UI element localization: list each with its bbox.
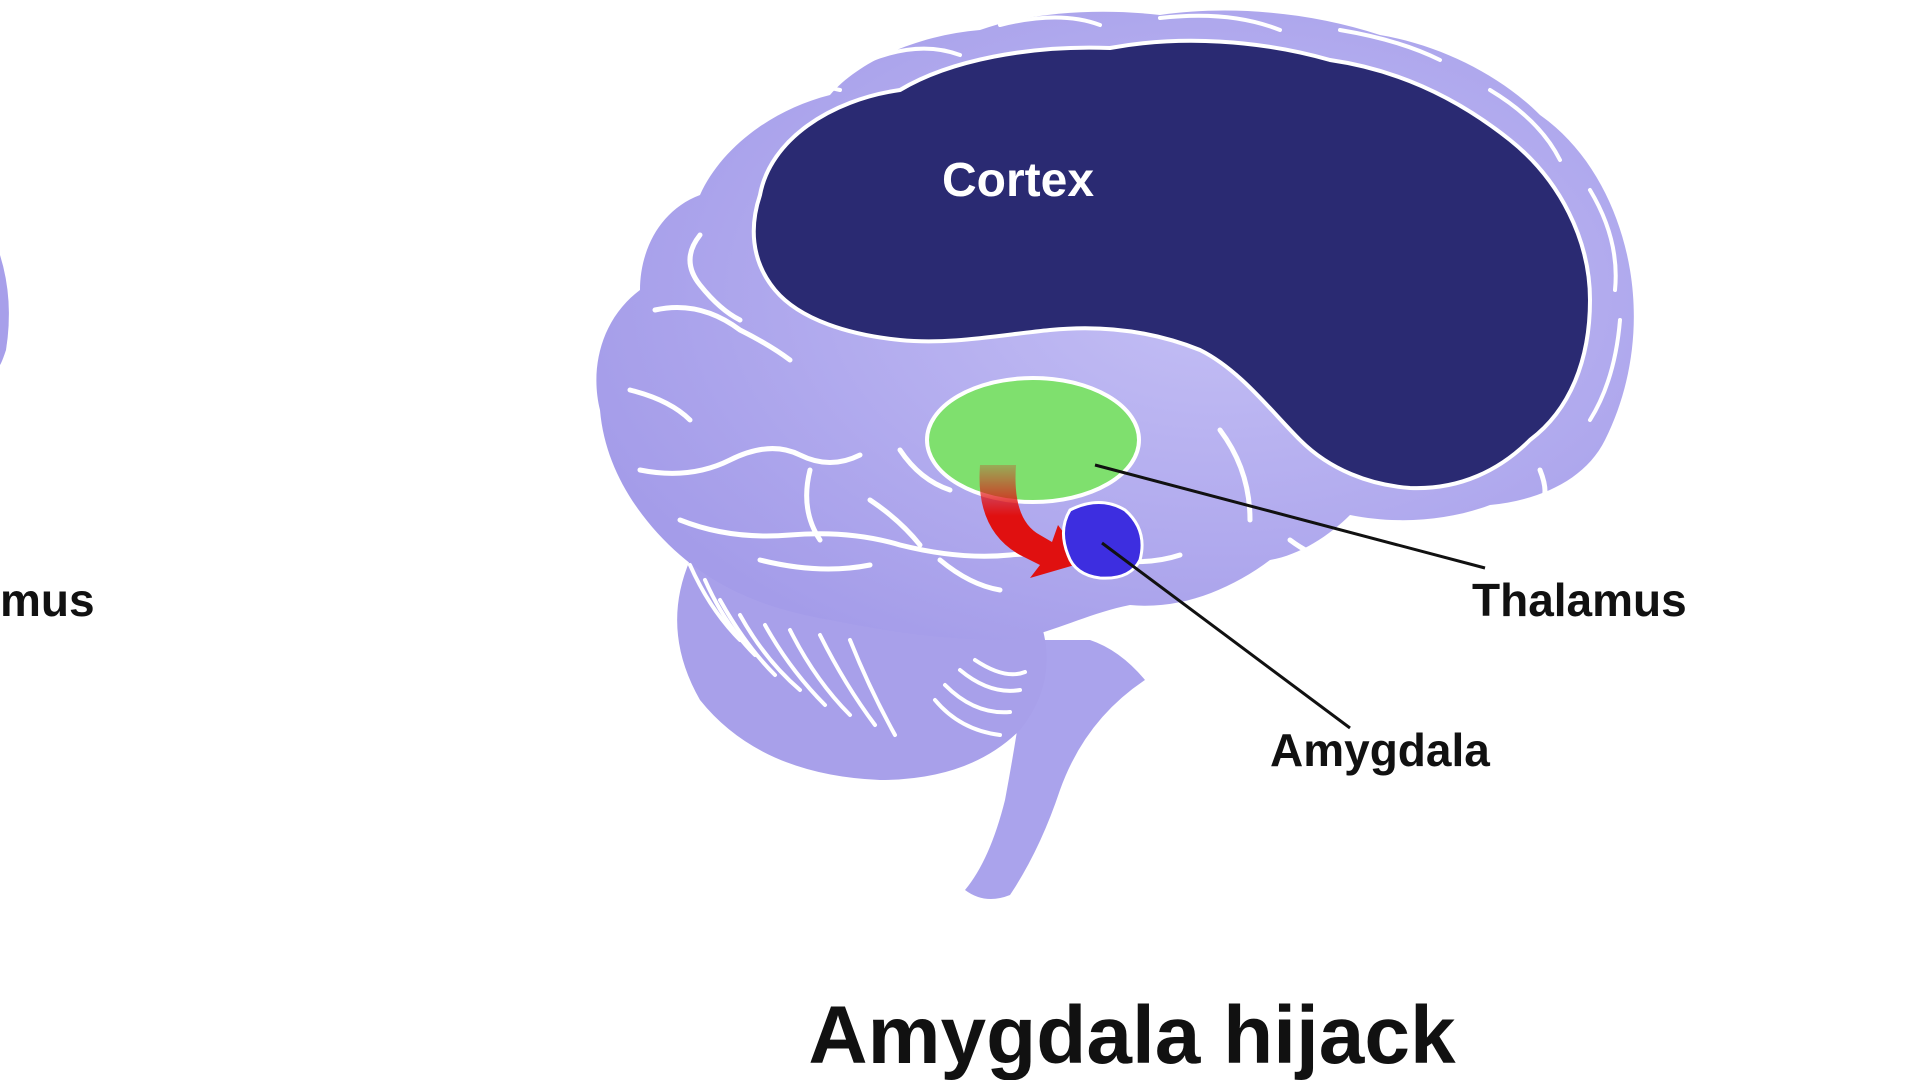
brain-stem — [965, 640, 1145, 899]
cerebellum-folia — [688, 563, 1027, 737]
cortex-label: Cortex — [942, 154, 1094, 207]
amygdala-region — [1062, 501, 1144, 580]
amygdala-leader-line — [1101, 541, 1351, 730]
left-brain-edge — [0, 255, 9, 365]
thalamus-label: Thalamus — [1472, 574, 1687, 626]
outer-gyri — [758, 13, 1622, 422]
diagram-title: Amygdala hijack — [808, 990, 1456, 1080]
hijack-arrow — [979, 465, 1085, 578]
thalamus-region — [925, 376, 1141, 504]
left-partial-label: mus — [0, 574, 95, 626]
thalamus-leader-line — [1094, 463, 1486, 570]
amygdala-label: Amygdala — [1270, 724, 1490, 776]
sulci — [627, 232, 1548, 593]
cortex-region — [751, 38, 1593, 491]
